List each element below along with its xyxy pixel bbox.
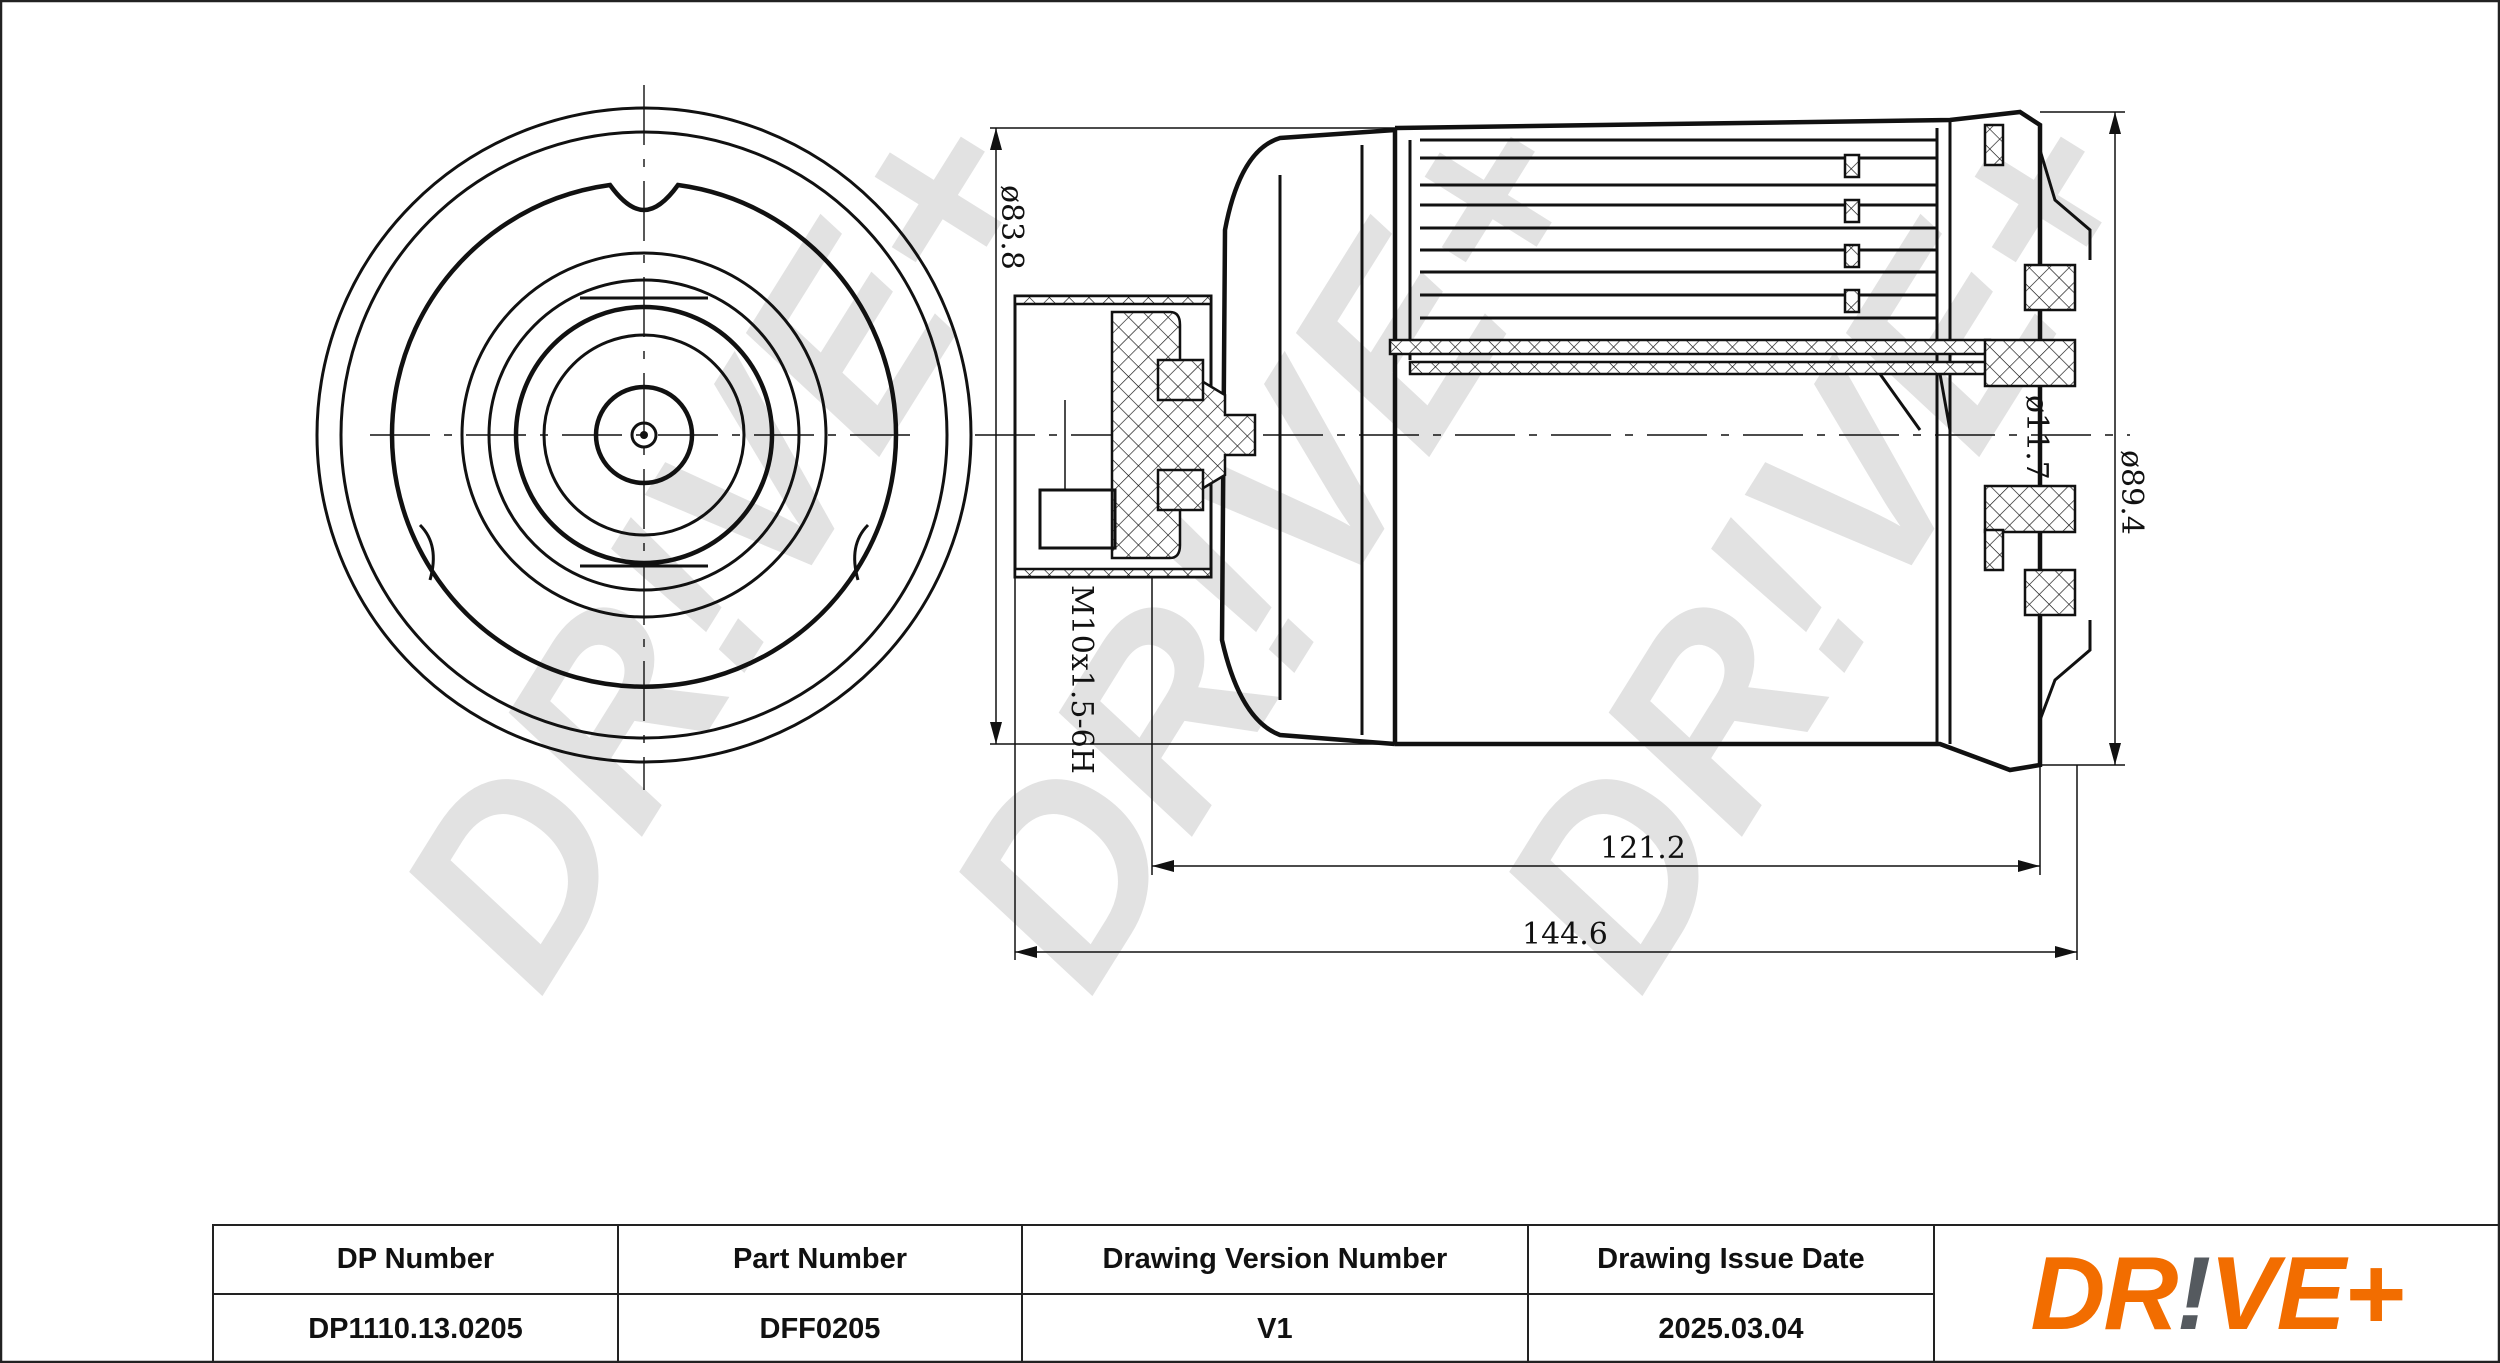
dim-length-body: 121.2 [1600, 831, 1686, 866]
dim-thread: M10x1.5-6H [1064, 585, 1099, 774]
brand-logo: DR!VE+ [1933, 1224, 2500, 1363]
dim-length-overall: 144.6 [1522, 917, 1608, 952]
title-block: DP Number Part Number Drawing Version Nu… [212, 1224, 2500, 1363]
header-drawing-version: Drawing Version Number [1020, 1224, 1529, 1295]
dimension-lines [990, 111, 2125, 960]
value-drawing-version: V1 [1020, 1293, 1529, 1363]
header-issue-date: Drawing Issue Date [1526, 1224, 1936, 1295]
filter-pleats [1420, 138, 1937, 320]
dim-body-diameter: ø83.8 [994, 185, 1029, 270]
end-view [315, 85, 973, 790]
side-view: ø83.8 ø89.4 ø11.7 M10x1.5-6H 121.2 144.6 [975, 109, 2149, 960]
header-part-number: Part Number [616, 1224, 1023, 1295]
value-dp-number: DP1110.13.0205 [212, 1293, 619, 1363]
dim-bore-diameter: ø11.7 [2019, 395, 2054, 480]
value-part-number: DFF0205 [616, 1293, 1023, 1363]
logo-text: DR!VE+ [2030, 1236, 2404, 1352]
header-dp-number: DP Number [212, 1224, 619, 1295]
dim-flange-diameter: ø89.4 [2114, 450, 2149, 535]
value-issue-date: 2025.03.04 [1526, 1293, 1936, 1363]
